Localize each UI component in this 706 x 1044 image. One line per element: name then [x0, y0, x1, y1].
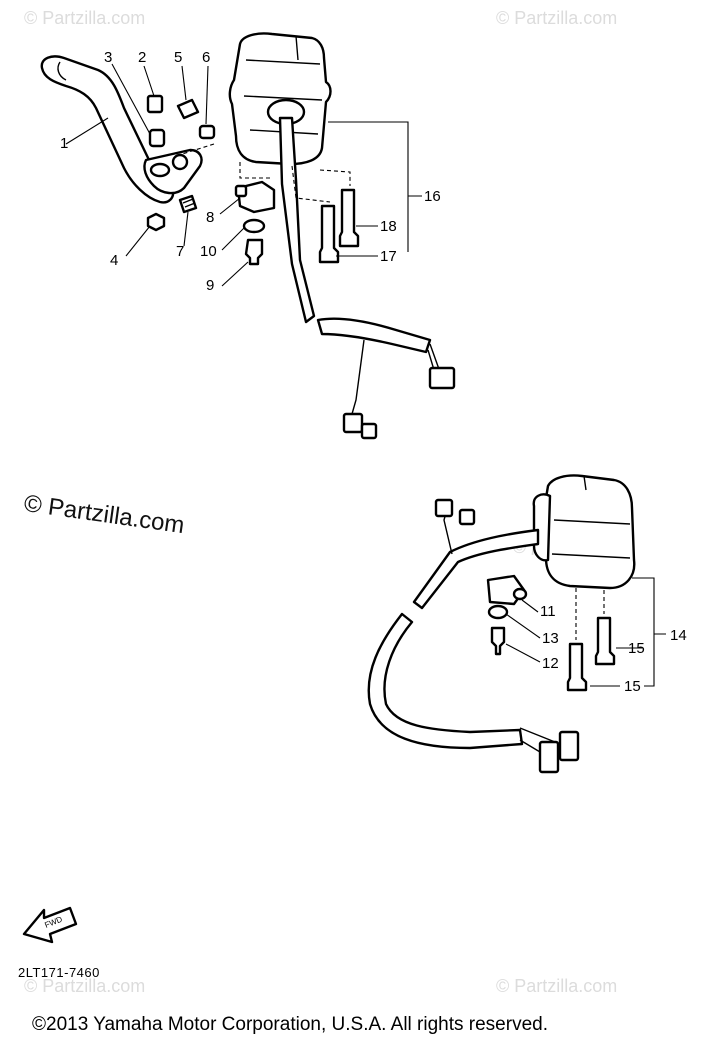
- screw-2: [146, 94, 164, 114]
- callout-15: 15: [628, 640, 645, 657]
- callout-3: 3: [104, 49, 112, 66]
- diagram-code: 2LT171-7460: [18, 965, 100, 980]
- faint-watermark: © Partzilla.com: [496, 976, 617, 996]
- left-switch-housing: [228, 32, 332, 166]
- forward-arrow: FWD: [22, 906, 78, 944]
- callout-4: 4: [110, 252, 118, 269]
- callout-13: 13: [542, 630, 559, 647]
- harness-sleeve: [316, 317, 432, 354]
- nut-4: [146, 212, 166, 232]
- bolt-5: [176, 98, 200, 120]
- screw-15: [594, 616, 616, 666]
- callout-2: 2: [138, 49, 146, 66]
- screw-15: [566, 642, 588, 692]
- right-harness-lower: [367, 612, 524, 750]
- switch-plunger: [512, 587, 528, 601]
- callout-18: 18: [380, 218, 397, 235]
- faint-watermark: © Partzilla.com: [24, 8, 145, 28]
- callout-12: 12: [542, 655, 559, 672]
- callout-5: 5: [174, 49, 182, 66]
- screw-12: [490, 626, 506, 656]
- callout-16: 16: [424, 188, 441, 205]
- left-switch-assembly: [40, 32, 456, 440]
- right-harness-cable: [412, 528, 540, 610]
- connector: [458, 508, 476, 526]
- screw-9: [244, 238, 264, 266]
- callout-14: 14: [670, 627, 687, 644]
- callout-11: 11: [540, 603, 556, 620]
- bracket-hole: [149, 162, 171, 178]
- screw-17: [318, 204, 340, 264]
- connector: [538, 740, 560, 774]
- right-switch-housing: [542, 474, 636, 590]
- callout-17: 17: [380, 248, 397, 265]
- callout-1: 1: [60, 135, 68, 152]
- callout-15: 15: [624, 678, 641, 695]
- connector: [434, 498, 454, 518]
- faint-watermark: © Partzilla.com: [496, 8, 617, 28]
- bracket-pivot: [171, 153, 189, 171]
- faint-watermark: © Partzilla.com: [24, 976, 145, 996]
- connector: [428, 366, 456, 390]
- collar-3: [148, 128, 166, 148]
- callout-9: 9: [206, 277, 214, 294]
- connector: [360, 422, 378, 440]
- callout-10: 10: [200, 243, 217, 260]
- callout-labels: 1 2 3 4 5 6 7 8 9 10 11 12 13 14 15 15 1…: [60, 49, 687, 695]
- connector: [558, 730, 580, 762]
- washer-10: [242, 218, 266, 234]
- copyright-notice: ©2013 Yamaha Motor Corporation, U.S.A. A…: [32, 1014, 548, 1035]
- callout-6: 6: [202, 49, 210, 66]
- switch-terminal: [234, 184, 248, 198]
- right-switch-assembly: [367, 474, 666, 774]
- throttle-grip-end: [532, 493, 552, 562]
- fwd-arrow-icon: [22, 906, 78, 944]
- nut-6: [198, 124, 216, 140]
- washer-13: [487, 604, 509, 620]
- callout-7: 7: [176, 243, 184, 260]
- clutch-lever: [40, 55, 175, 204]
- callout-8: 8: [206, 209, 214, 226]
- connector: [342, 412, 364, 434]
- left-harness-cable: [278, 116, 316, 324]
- screw-18: [338, 188, 360, 248]
